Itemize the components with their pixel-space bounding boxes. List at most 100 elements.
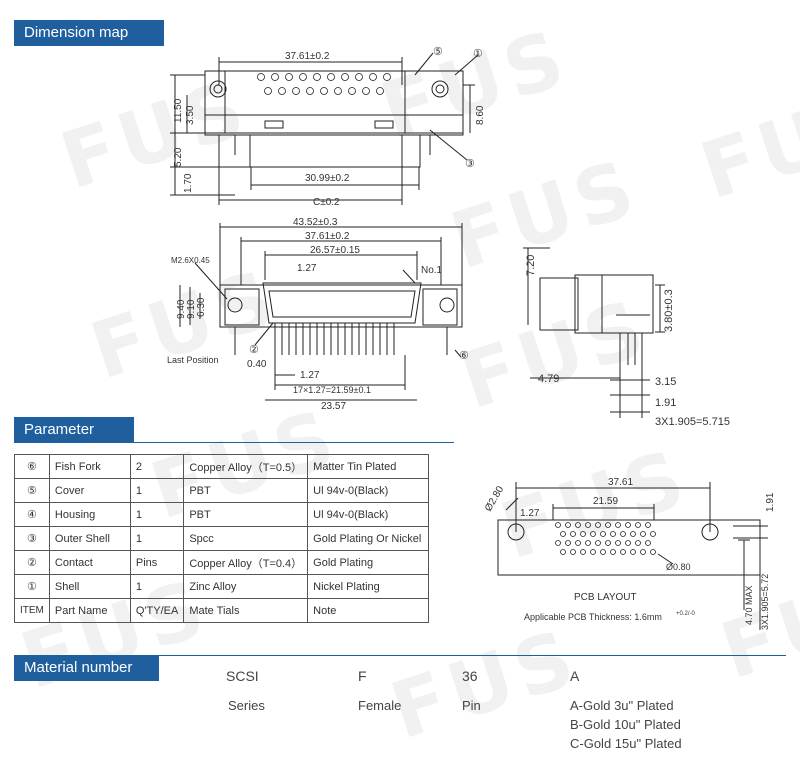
material-plating-b: B-Gold 10u" Plated <box>570 717 681 732</box>
table-header-qty: Q'TY/EA <box>129 598 185 623</box>
table-cell-note: Matter Tin Plated <box>307 454 430 479</box>
side-h380: 3.80±0.3 <box>663 289 675 332</box>
table-cell-name: Outer Shell <box>48 526 131 551</box>
pcb-hole080: Ø0.80 <box>666 562 691 572</box>
table-cell-item: ① <box>14 574 50 599</box>
pcb-v572: 3X1.905=5.72 <box>760 574 770 630</box>
front-h3: 6.30 <box>196 297 207 317</box>
table-cell-note: Ul 94v-0(Black) <box>307 478 430 503</box>
table-header-name: Part Name <box>48 598 131 623</box>
pcb-w2159: 21.59 <box>593 496 618 507</box>
table-cell-qty: 1 <box>129 526 185 551</box>
material-code-plating: A <box>570 668 580 684</box>
dim-c: C±0.2 <box>313 197 340 208</box>
pcb-hole280: Ø2.80 <box>483 484 506 513</box>
table-cell-material: Copper Alloy（T=0.4） <box>183 550 309 575</box>
material-number-banner: Material number <box>14 655 159 681</box>
table-cell-note: Nickel Plating <box>307 574 430 599</box>
material-desc-pin: Pin <box>462 698 481 713</box>
front-view-drawing: 43.52±0.3 37.61±0.2 26.57±0.15 1.27 M2.6… <box>167 217 469 412</box>
callout-3: ③ <box>465 158 475 170</box>
pcb-v470: 4.70 MAX <box>744 585 754 625</box>
table-cell-material: Copper Alloy（T=0.5） <box>183 454 309 479</box>
pcb-d127: 1.27 <box>520 508 540 519</box>
pcb-title: PCB LAYOUT <box>574 592 637 603</box>
table-cell-qty: 1 <box>129 478 185 503</box>
front-h1: 9.40 <box>176 299 187 319</box>
table-cell-material: PBT <box>183 478 309 503</box>
table-cell-item: ③ <box>14 526 50 551</box>
table-cell-qty: 2 <box>129 454 185 479</box>
side-view-drawing: 7.20 3.80±0.3 4.79 3.15 1.91 3X1.905=5.7… <box>523 247 730 428</box>
front-total: 23.57 <box>321 401 346 412</box>
front-w3: 26.57±0.15 <box>310 245 360 256</box>
dim-h2: 3.50 <box>185 105 196 125</box>
parameter-divider <box>14 442 454 443</box>
dim-h4: 1.70 <box>183 173 194 193</box>
material-code-pin: 36 <box>462 668 478 684</box>
dim-top-width: 37.61±0.2 <box>285 51 330 62</box>
material-divider <box>14 655 786 656</box>
side-w315: 3.15 <box>655 376 676 388</box>
table-header-note: Note <box>307 598 430 623</box>
watermark: FUS <box>690 72 800 218</box>
table-cell-note: Gold Plating Or Nickel <box>307 526 430 551</box>
dim-h5: 8.60 <box>475 105 485 125</box>
dimension-map-banner: Dimension map <box>14 20 164 46</box>
callout-6: ⑥ <box>459 350 469 362</box>
table-row: ① Shell 1 Zinc Alloy Nickel Plating <box>14 574 430 599</box>
table-row: ⑥ Fish Fork 2 Copper Alloy（T=0.5） Matter… <box>14 454 430 479</box>
table-row: ④ Housing 1 PBT Ul 94v-0(Black) <box>14 502 430 527</box>
table-cell-material: Spcc <box>183 526 309 551</box>
callout-1: ① <box>473 48 483 60</box>
callout-2: ② <box>249 344 259 356</box>
pcb-w3761: 37.61 <box>608 477 633 488</box>
front-pitch: 1.27 <box>297 263 317 274</box>
material-desc-gender: Female <box>358 698 402 713</box>
dim-h1: 11.50 <box>173 98 184 123</box>
table-cell-item: ⑤ <box>14 478 50 503</box>
side-pitch: 3X1.905=5.715 <box>655 416 730 428</box>
material-plating-c: C-Gold 15u" Plated <box>570 736 682 751</box>
parameter-banner: Parameter <box>14 417 134 443</box>
table-header-item: ITEM <box>14 598 50 623</box>
table-cell-item: ④ <box>14 502 50 527</box>
table-header-material: Mate Tials <box>183 598 309 623</box>
table-cell-qty: 1 <box>129 502 185 527</box>
table-row: ② Contact Pins Copper Alloy（T=0.4） Gold … <box>14 550 430 575</box>
side-w191: 1.91 <box>655 397 676 409</box>
front-w1: 43.52±0.3 <box>293 217 338 228</box>
table-cell-material: Zinc Alloy <box>183 574 309 599</box>
dim-h3: 5.20 <box>173 147 184 167</box>
table-cell-name: Fish Fork <box>48 454 131 479</box>
side-h720: 7.20 <box>525 255 537 276</box>
table-cell-name: Contact <box>48 550 131 575</box>
front-w2: 37.61±0.2 <box>305 231 350 242</box>
front-pin-span: 17×1.27=21.59±0.1 <box>293 385 371 395</box>
pcb-layout-drawing: 37.61 21.59 1.27 Ø2.80 Ø0.80 1.91 4.70 M… <box>483 477 776 630</box>
pcb-tolerance: +0.2/-0 <box>676 611 696 617</box>
table-row: ③ Outer Shell 1 Spcc Gold Plating Or Nic… <box>14 526 430 551</box>
pcb-v191: 1.91 <box>765 492 776 512</box>
table-cell-note: Gold Plating <box>307 550 430 575</box>
table-row: ⑤ Cover 1 PBT Ul 94v-0(Black) <box>14 478 430 503</box>
material-code-gender: F <box>358 668 367 684</box>
front-no1: No.1 <box>421 265 443 276</box>
material-plating-a: A-Gold 3u" Plated <box>570 698 674 713</box>
table-cell-qty: Pins <box>129 550 185 575</box>
table-cell-item: ⑥ <box>14 454 50 479</box>
table-cell-material: PBT <box>183 502 309 527</box>
table-cell-qty: 1 <box>129 574 185 599</box>
top-view-drawing: 37.61±0.2 30.99±0.2 C±0.2 11.50 3.50 5.2… <box>170 46 485 208</box>
front-d040: 0.40 <box>247 359 267 370</box>
table-cell-item: ② <box>14 550 50 575</box>
table-header-row: ITEM Part Name Q'TY/EA Mate Tials Note <box>14 598 430 623</box>
dim-pitch: 30.99±0.2 <box>305 173 350 184</box>
parameter-table: ⑥ Fish Fork 2 Copper Alloy（T=0.5） Matter… <box>14 454 430 623</box>
table-cell-note: Ul 94v-0(Black) <box>307 502 430 527</box>
table-cell-name: Housing <box>48 502 131 527</box>
table-cell-name: Cover <box>48 478 131 503</box>
front-h2: 9.10 <box>186 299 197 319</box>
table-cell-name: Shell <box>48 574 131 599</box>
side-w479: 4.79 <box>538 373 559 385</box>
